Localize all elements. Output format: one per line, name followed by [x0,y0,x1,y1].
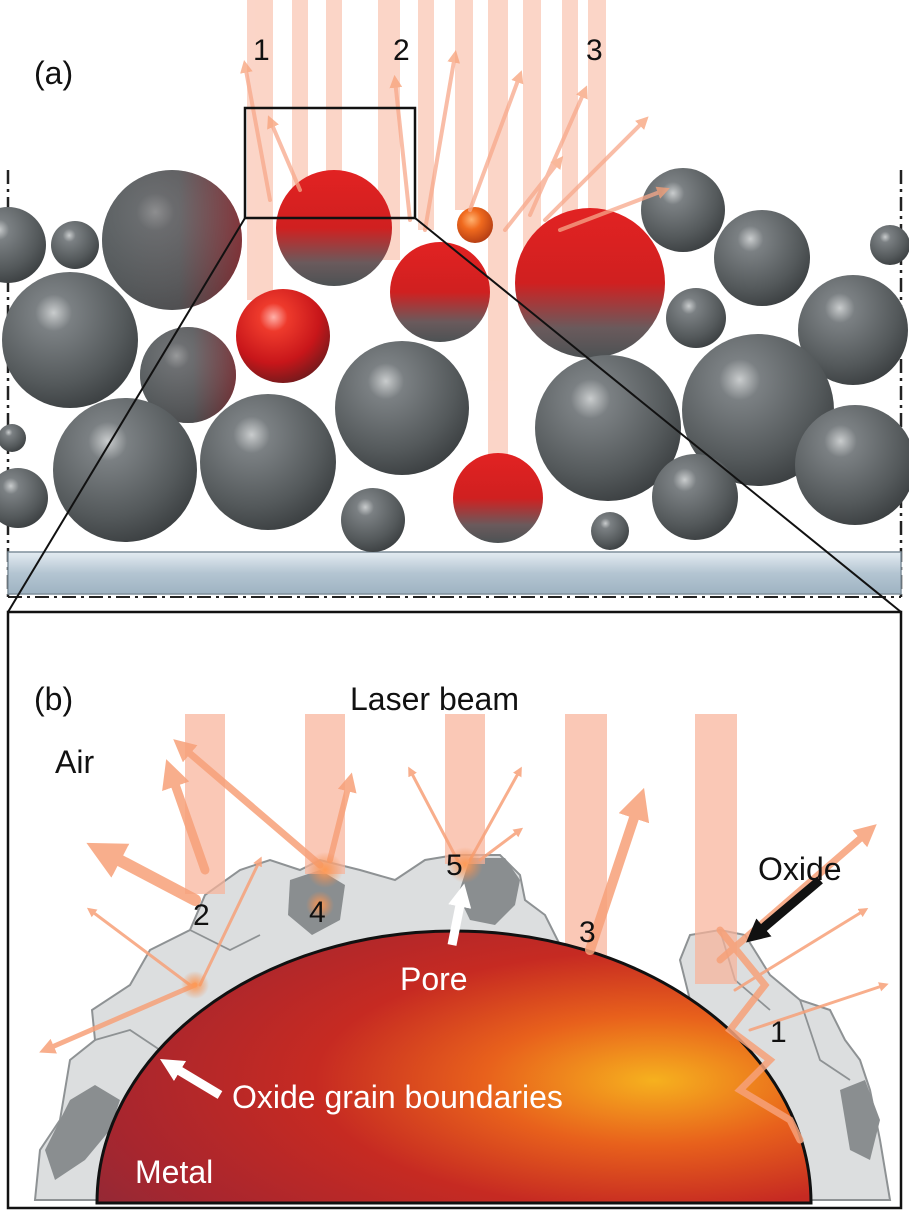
panel-b-label: (b) [34,681,73,717]
heated-particle [236,289,330,383]
path-number-5: 5 [446,849,463,882]
heated-particle [515,208,665,358]
beam-number-3: 3 [586,34,603,67]
particle [535,355,681,501]
pore-label: Pore [400,961,468,997]
heated-particle [390,242,490,342]
particle [666,288,726,348]
scatter-points [181,847,483,999]
path-number-1: 1 [770,1016,787,1049]
particle [798,275,908,385]
particle [53,398,197,542]
particle [341,488,405,552]
panel-a: (a) 1 2 3 [0,0,909,613]
path-number-2: 2 [193,899,210,932]
oxide-label: Oxide [758,851,842,887]
beam-number-1: 1 [253,34,270,67]
particle [102,170,242,310]
panel-a-label: (a) [34,55,73,91]
metal-label: Metal [135,1154,213,1190]
path-number-4: 4 [309,896,326,929]
particle [0,468,48,528]
particle [0,424,26,452]
particle [682,334,834,486]
heated-particle [453,453,543,543]
particle [335,341,469,475]
heated-particle [457,207,493,243]
panel-b: (b) Laser beam Air Oxide Pore Oxide grai… [6,610,903,1210]
path-number-3: 3 [579,916,596,949]
grain-boundary-pointer-arrow [159,1058,223,1099]
oxide-dark-patch [840,1080,880,1160]
zoom-line-left [7,217,246,613]
oxide-pointer-arrow [746,876,823,943]
oxide-dark-patch [45,1085,120,1180]
particle [2,272,138,408]
particle [591,512,629,550]
particle [0,207,46,283]
heated-particle [276,170,392,286]
particle [795,405,909,525]
particle [200,394,336,530]
beam-number-2: 2 [393,34,410,67]
substrate-plate [7,551,902,595]
air-label: Air [55,744,94,780]
particle [641,168,725,252]
particle [714,210,810,306]
laser-beam-label: Laser beam [350,681,519,717]
pore-pointer-arrow [447,883,472,946]
particle [870,225,909,265]
metal-particle [95,929,813,1205]
particle [652,454,738,540]
grain-boundaries-label: Oxide grain boundaries [232,1079,563,1115]
zoom-line-right [414,217,902,613]
powder-particles [0,168,909,552]
magnify-box [243,106,417,220]
scattered-rays-a [240,49,670,232]
particle [51,221,99,269]
scattered-rays-b [39,739,889,1144]
